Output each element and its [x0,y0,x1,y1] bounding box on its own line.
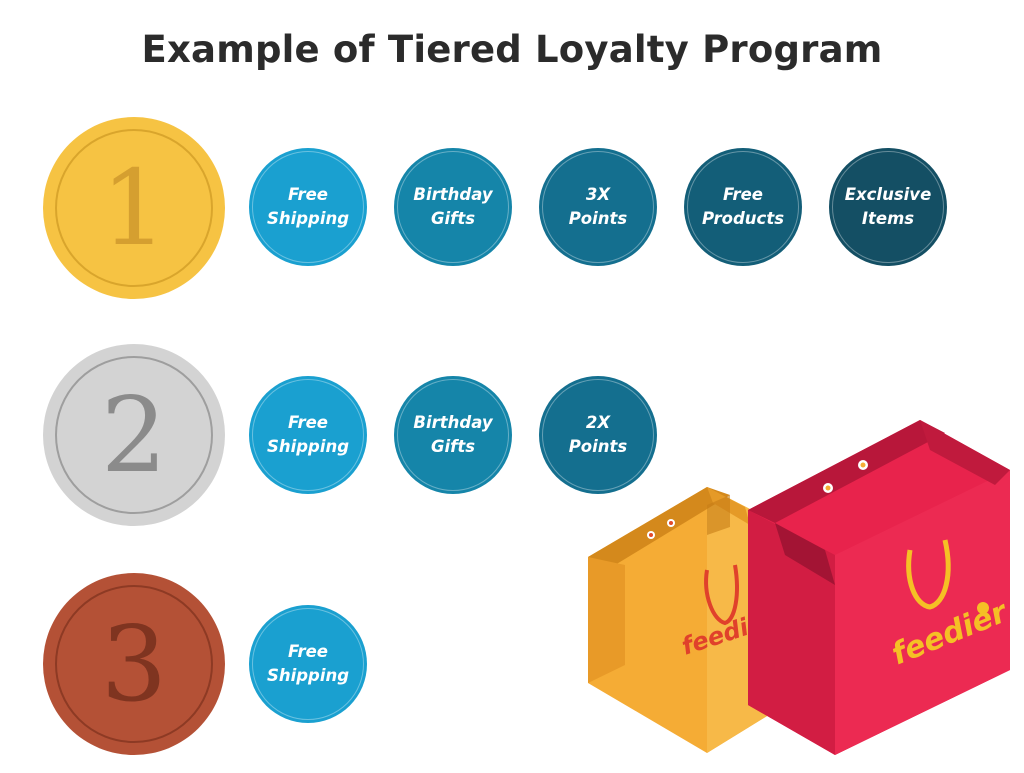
shopping-bags-illustration: feedier feedier [588,420,1014,755]
small-shopping-bag-icon: feedier [588,487,785,753]
medal-ring [55,356,213,514]
benefit-label: Free Products [701,185,785,228]
gold-medal-tier-1: 1 [43,117,225,299]
benefit-label: Free Shipping [266,642,350,685]
medal-number: 2 [100,374,168,496]
large-shopping-bag-icon: feedier [748,420,1014,755]
benefit-label: Birthday Gifts [413,413,493,456]
benefit-exclusive-items: Exclusive Items [829,148,947,266]
benefit-label: Exclusive Items [844,185,932,228]
benefit-free-products: Free Products [684,148,802,266]
medal-ring [55,585,213,743]
silver-medal-tier-2: 2 [43,344,225,526]
benefit-free-shipping: Free Shipping [249,376,367,494]
bronze-medal-tier-3: 3 [43,573,225,755]
benefit-free-shipping: Free Shipping [249,148,367,266]
benefit-2x-points: 2X Points [539,376,657,494]
medal-ring [55,129,213,287]
benefit-birthday-gifts: Birthday Gifts [394,148,512,266]
medal-number: 3 [100,603,168,725]
benefit-birthday-gifts: Birthday Gifts [394,376,512,494]
benefit-label: Free Shipping [266,413,350,456]
medal-number: 1 [100,147,168,269]
benefit-3x-points: 3X Points [539,148,657,266]
benefit-label: 3X Points [568,185,628,228]
benefit-label: Free Shipping [266,185,350,228]
page-title: Example of Tiered Loyalty Program [141,28,883,71]
benefit-label: Birthday Gifts [413,185,493,228]
benefit-free-shipping: Free Shipping [249,605,367,723]
